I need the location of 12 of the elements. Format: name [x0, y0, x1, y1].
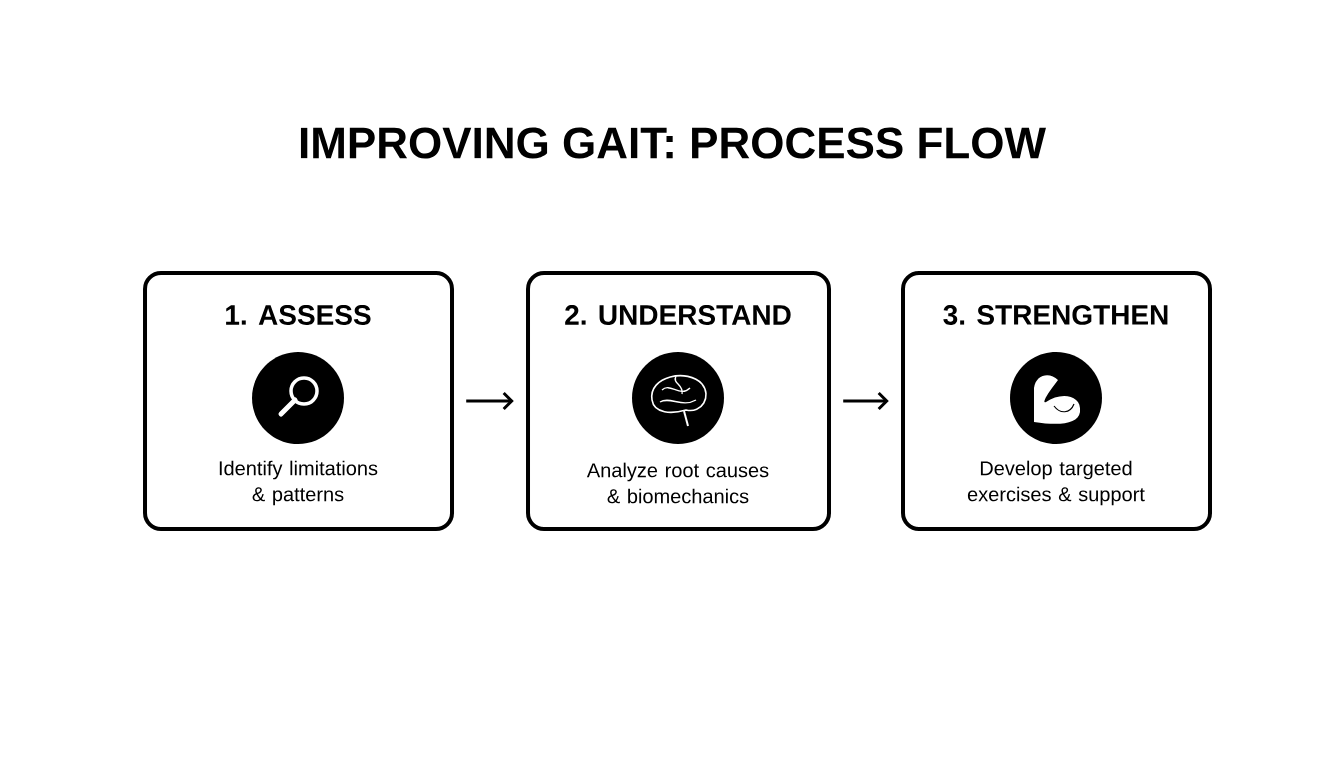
process-box	[526, 271, 831, 531]
step-heading: 3. STRENGTHEN	[943, 305, 1168, 325]
step-description: Identify limitations & patterns	[219, 460, 378, 506]
step-heading: 1. ASSESS	[226, 305, 371, 325]
arrow	[843, 391, 889, 411]
process-box	[901, 271, 1212, 531]
step-description: Develop targeted exercises & support	[967, 460, 1145, 506]
title: IMPROVING GAIT: PROCESS FLOW	[300, 127, 1046, 159]
step-heading: 2. UNDERSTAND	[565, 305, 791, 325]
arrow	[466, 391, 514, 411]
process-box	[143, 271, 454, 531]
step-description: Analyze root causes & biomechanics	[586, 462, 769, 504]
